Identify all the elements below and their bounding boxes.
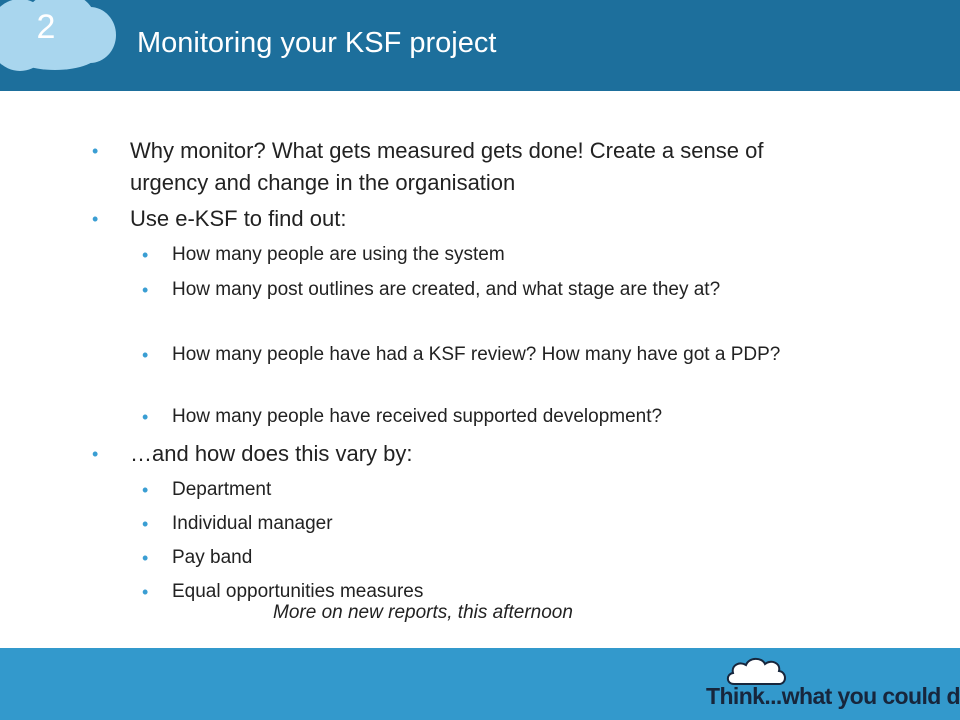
bullet-icon: • — [142, 345, 149, 365]
list-item: • Pay band — [142, 543, 862, 573]
header-bar: 2 Monitoring your KSF project — [0, 0, 960, 91]
list-item: • Individual manager — [142, 509, 862, 539]
bullet-icon: • — [142, 245, 149, 265]
bullet-icon: • — [92, 141, 99, 161]
list-item: • How many people have had a KSF review?… — [142, 340, 862, 370]
bullet-icon: • — [142, 280, 149, 300]
list-item: • How many post outlines are created, an… — [142, 275, 862, 305]
list-item: • …and how does this vary by: — [92, 438, 830, 470]
list-item: • Department — [142, 475, 862, 505]
list-item-text: Department — [172, 479, 272, 500]
bullet-icon: • — [92, 209, 99, 229]
bullet-icon: • — [142, 582, 149, 602]
list-item-text: How many people have had a KSF review? H… — [172, 344, 781, 365]
list-item-text: How many people are using the system — [172, 244, 505, 265]
footnote: More on new reports, this afternoon — [273, 602, 573, 623]
list-item: • Equal opportunities measures — [142, 577, 862, 607]
footer-bar — [0, 648, 960, 720]
list-item-text: How many post outlines are created, and … — [172, 279, 721, 300]
list-item-text: Pay band — [172, 547, 253, 568]
list-item-text: Use e-KSF to find out: — [130, 206, 347, 231]
list-item: • How many people are using the system — [142, 240, 862, 270]
bullet-icon: • — [142, 514, 149, 534]
bullet-list: • Why monitor? What gets measured gets d… — [92, 135, 862, 607]
list-item-text: …and how does this vary by: — [130, 441, 413, 466]
brand-tagline: Think...what you could do — [706, 683, 960, 709]
list-item-text: Individual manager — [172, 513, 333, 534]
list-item-text: Why monitor? What gets measured gets don… — [130, 138, 764, 195]
bullet-icon: • — [142, 548, 149, 568]
list-item: • Use e-KSF to find out: — [92, 203, 830, 235]
slide-title: Monitoring your KSF project — [137, 27, 497, 59]
cloud-icon — [0, 0, 116, 71]
bullet-icon: • — [142, 407, 149, 427]
list-item: • Why monitor? What gets measured gets d… — [92, 135, 830, 199]
bullet-icon: • — [92, 444, 99, 464]
list-item: • How many people have received supporte… — [142, 402, 862, 432]
list-item-text: How many people have received supported … — [172, 406, 663, 427]
list-item-text: Equal opportunities measures — [172, 581, 424, 602]
bullet-icon: • — [142, 480, 149, 500]
cloud-logo-icon — [726, 657, 786, 685]
slide-number: 2 — [36, 8, 56, 46]
